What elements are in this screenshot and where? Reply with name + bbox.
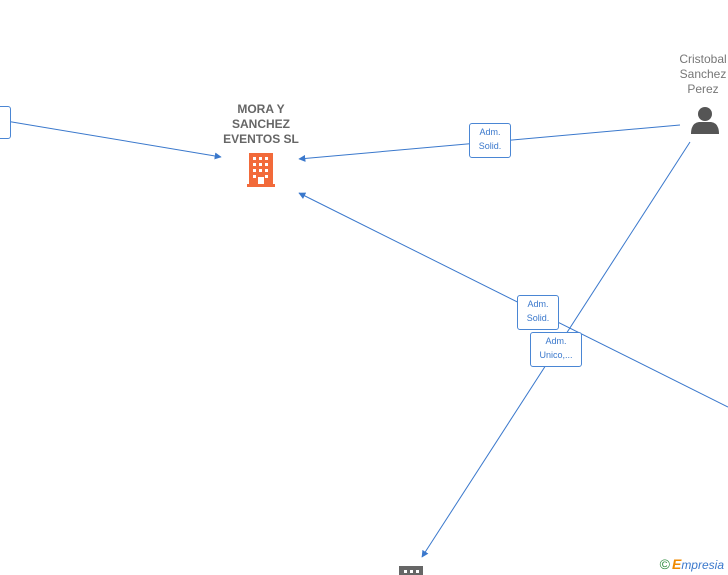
building-icon-bottom[interactable] (399, 566, 423, 575)
person-label[interactable]: Cristobal Sanchez Perez (668, 52, 728, 97)
edge-label-text: Adm. (545, 336, 567, 346)
company-main-name-line: MORA Y (237, 102, 285, 116)
edge-label-text: Unico,... (539, 350, 573, 360)
edge-label-person-main[interactable]: Adm. Solid. (469, 123, 511, 158)
company-main-name-line: SANCHEZ (231, 117, 290, 131)
brand-initial: E (671, 556, 682, 572)
person-icon[interactable] (691, 107, 719, 134)
person-name-line: Sanchez (679, 67, 727, 81)
person-name-line: Perez (687, 82, 719, 96)
company-main-name-line: EVENTOS SL (223, 132, 299, 146)
brand-name: mpresia (681, 558, 724, 572)
edge-left-to-main (0, 119, 222, 160)
edge-label-text: Adm. (527, 299, 549, 309)
edge-label-text: Adm. (479, 127, 501, 137)
company-main-label[interactable]: MORA Y SANCHEZ EVENTOS SL (211, 102, 311, 147)
edge-label-person-bottom[interactable]: Adm. Unico,... (530, 332, 582, 367)
building-icon[interactable] (247, 153, 275, 187)
edge-label-right-main[interactable]: Adm. Solid. (517, 295, 559, 330)
edge-label-left[interactable] (0, 106, 11, 139)
edge-label-text: Solid. (478, 141, 502, 151)
edge-right-to-main (298, 192, 728, 408)
empresia-watermark: ©Empresia (660, 556, 724, 572)
person-name-line: Cristobal (679, 52, 727, 66)
copyright-symbol: © (659, 556, 670, 572)
edge-label-text: Solid. (526, 313, 550, 323)
